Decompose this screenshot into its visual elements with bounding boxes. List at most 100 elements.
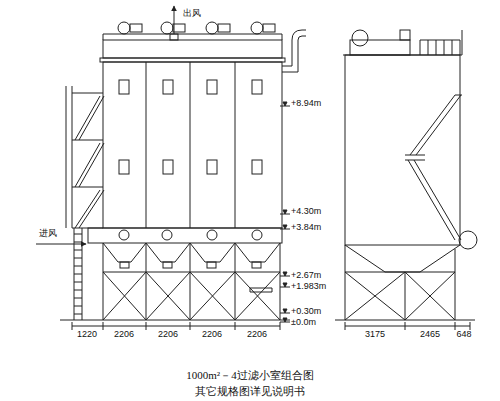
- inlet-manifold: [36, 244, 86, 245]
- elevation-label: +3.84m: [290, 223, 322, 233]
- fan-units: [130, 24, 142, 32]
- front-housing: [100, 34, 285, 228]
- side-housing: [343, 30, 462, 245]
- stair-tower: [72, 86, 73, 228]
- front-housing: [282, 34, 283, 40]
- side-hopper: [345, 231, 477, 272]
- dimension-label: 2465: [419, 330, 441, 340]
- outlet-duct: [170, 6, 306, 72]
- dimension-label: 2206: [201, 330, 223, 340]
- side-stairs: [408, 95, 461, 240]
- front-housing: [103, 34, 104, 40]
- hoppers: [190, 243, 235, 262]
- front-housing: [190, 62, 191, 228]
- caption: 1000m²－4过滤小室组合图: [185, 369, 314, 381]
- hoppers: [207, 262, 216, 268]
- stair-tower: [74, 234, 82, 235]
- elevation-label: +8.94m: [290, 99, 322, 109]
- side-housing: [345, 55, 460, 245]
- access-doors: [119, 80, 262, 174]
- stair-tower: [72, 93, 103, 94]
- elevation-marks: [283, 225, 287, 229]
- ground-line: [60, 320, 290, 321]
- side-hopper: [459, 231, 477, 249]
- side-stairs: [405, 95, 462, 240]
- dimension-lines: [345, 322, 470, 330]
- note-text: 其它规格图详见说明书: [194, 385, 306, 397]
- hoppers: [120, 262, 129, 268]
- access-doors: [207, 80, 217, 94]
- fan-units: [161, 22, 173, 34]
- side-legs: [345, 272, 455, 320]
- inlet-manifold: [162, 230, 172, 240]
- elevation-marks: [283, 210, 287, 214]
- stair-tower: [74, 242, 82, 243]
- access-doors: [252, 80, 262, 94]
- fan-units: [173, 24, 185, 32]
- side-legs: [335, 320, 475, 321]
- elevation-marks: [283, 102, 287, 106]
- hoppers: [103, 243, 146, 262]
- dimension-label: 648: [455, 330, 472, 340]
- dimension-lines: [72, 322, 280, 330]
- side-housing: [352, 30, 368, 46]
- support-legs: [103, 272, 280, 273]
- fan-units: [118, 22, 130, 34]
- support-legs: [146, 243, 147, 320]
- support-legs: [103, 243, 104, 320]
- stair-tower: [66, 86, 104, 320]
- inlet-manifold: [36, 228, 282, 244]
- stair-tower: [74, 298, 82, 299]
- front-housing: [146, 62, 147, 228]
- front-housing: [103, 40, 282, 58]
- side-legs: [335, 245, 475, 320]
- side-legs: [455, 249, 456, 320]
- front-housing: [235, 62, 236, 228]
- outlet-duct: [170, 34, 178, 40]
- side-legs: [345, 272, 455, 273]
- side-stairs: [405, 155, 425, 156]
- stair-tower: [74, 314, 82, 315]
- stair-tower: [74, 290, 82, 291]
- support-legs: [235, 243, 236, 320]
- stair-tower: [79, 96, 104, 228]
- stair-tower: [66, 86, 67, 228]
- elevation-label: +4.30m: [290, 207, 322, 217]
- outlet-duct: [174, 6, 175, 34]
- elevation-label: ±0.0m: [290, 318, 317, 328]
- support-legs: [103, 243, 280, 320]
- stair-tower: [72, 187, 103, 188]
- front-housing: [103, 62, 282, 228]
- access-doors: [119, 160, 129, 174]
- hoppers: [235, 243, 280, 262]
- elevation-marks: [283, 272, 287, 276]
- dimension-lines: [72, 322, 470, 330]
- stair-tower: [72, 228, 103, 229]
- elevation-marks: [280, 102, 290, 322]
- elevation-marks: [283, 283, 287, 287]
- side-stairs: [405, 160, 425, 161]
- dimension-label: 1220: [76, 330, 98, 340]
- side-stairs: [455, 95, 462, 96]
- hoppers: [252, 262, 261, 268]
- stair-tower: [74, 258, 82, 259]
- flow-label: 出风: [182, 9, 202, 19]
- access-doors: [207, 160, 217, 174]
- stair-tower: [75, 96, 100, 228]
- elevation-label: +0.30m: [290, 307, 322, 317]
- inlet-manifold: [88, 228, 282, 243]
- flow-label: 进风: [38, 229, 58, 239]
- stair-tower: [74, 250, 82, 251]
- fan-units: [263, 24, 275, 32]
- side-housing: [420, 40, 460, 55]
- fan-units: [206, 22, 218, 34]
- inlet-manifold: [252, 230, 262, 240]
- stair-tower: [72, 140, 103, 141]
- fan-units: [218, 24, 230, 32]
- dimension-label: 2206: [113, 330, 135, 340]
- stair-tower: [74, 306, 82, 307]
- stair-tower: [74, 274, 82, 275]
- hoppers: [146, 243, 190, 262]
